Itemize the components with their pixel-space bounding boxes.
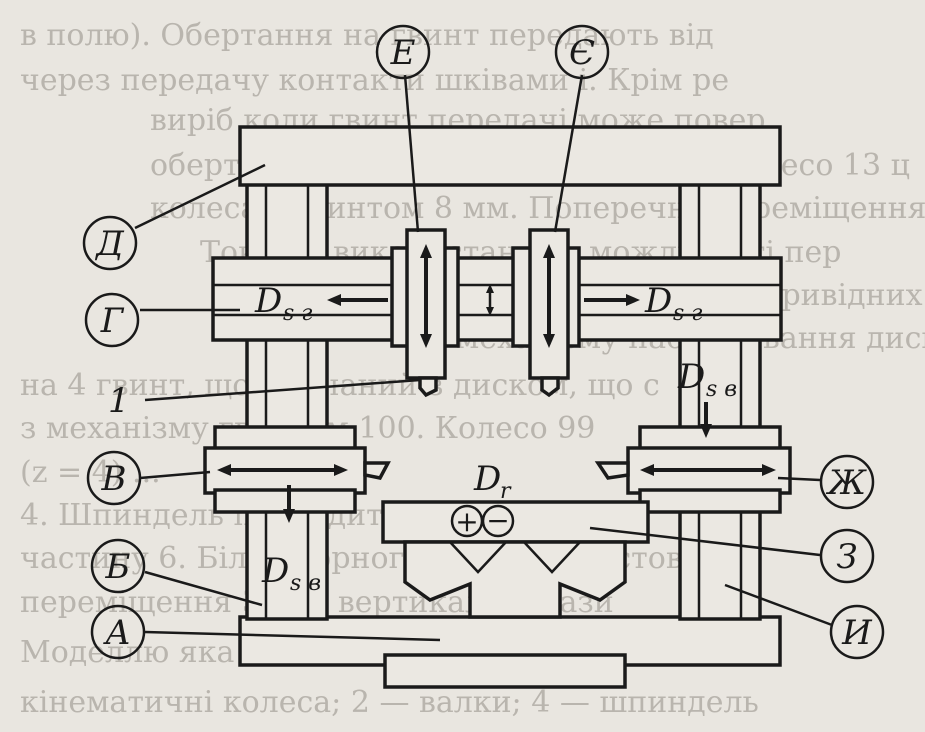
top-beam-D [238,125,782,187]
svg-text:r: r [500,479,512,504]
callout-B: Б [90,538,146,594]
callout-G: Г [84,292,140,348]
callout-Zh: Ж [819,454,875,510]
symbol-dsv-left: D s в [261,551,321,596]
bg-line: (z = 4) ... [20,455,161,490]
label-tool-1: 1 [108,381,130,421]
cross-rail-G [211,256,783,342]
callout-E: Е [375,24,431,80]
svg-text:Г: Г [100,301,125,341]
bg-line: через передачу контакти шківами і. Крім … [20,63,729,98]
vertical-head-E [390,228,460,398]
svg-text:Б: Б [105,547,131,587]
svg-text:s г: s г [283,301,312,326]
svg-text:D: D [254,281,282,321]
callout-Ye: Є [554,24,610,80]
svg-text:В: В [101,459,127,499]
svg-text:D: D [644,281,672,321]
svg-text:Е: Е [390,33,416,73]
svg-text:И: И [841,613,873,653]
svg-text:s г: s г [673,301,702,326]
callout-V: В [86,450,142,506]
minus-sign: − [486,504,509,537]
callout-I: И [829,604,885,660]
plus-sign: + [455,505,478,538]
symbol-dsv-right: D s в [677,357,737,402]
svg-text:Ж: Ж [825,463,867,503]
minus-circle-icon [481,504,515,538]
svg-text:D: D [261,551,289,591]
side-head-right-Zh [594,425,792,514]
svg-text:Є: Є [569,33,595,73]
svg-text:D: D [677,357,705,397]
leader-lines [134,74,833,642]
callout-A: А [90,604,146,660]
symbol-dr: D r [473,459,512,504]
callout-Z: З [819,528,875,584]
symbol-dsg-left: D s г [254,281,312,326]
bed-A [238,615,782,689]
svg-text:D: D [473,459,501,499]
callout-D: Д [82,215,138,271]
direction-signs: + − [450,504,515,538]
symbol-dsg-right: D s г [644,281,702,326]
svg-text:Д: Д [94,224,125,264]
svg-text:А: А [103,613,131,653]
motion-arrows [217,244,776,523]
bg-line: в полю). Обертання на гвинт передають ві… [20,18,714,53]
table-Z [381,500,650,619]
bg-line: кінематичні колеса; 2 — валки; 4 — шпинд… [20,685,759,720]
svg-text:s в: s в [706,377,737,402]
svg-text:З: З [836,537,857,577]
column-right-I [678,181,762,621]
svg-text:s в: s в [290,571,321,596]
